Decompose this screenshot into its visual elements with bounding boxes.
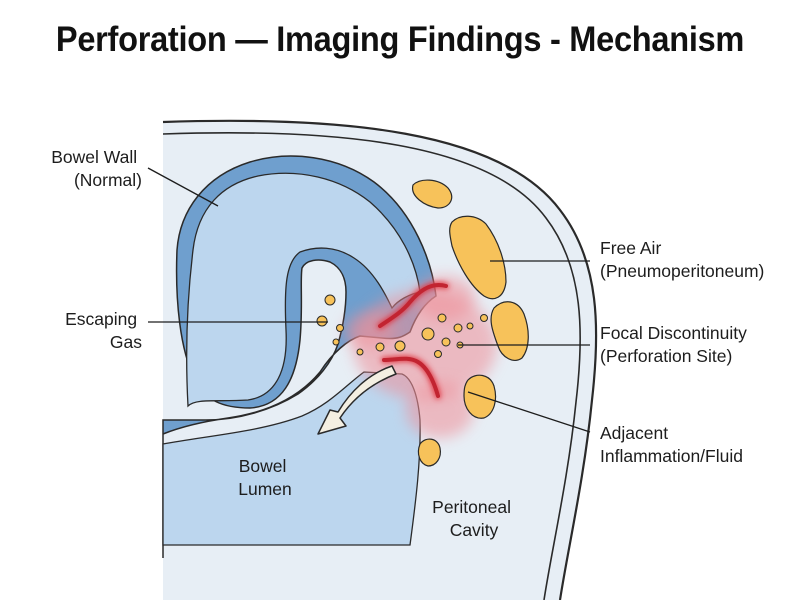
label-bowel-lumen: Bowel Lumen: [238, 456, 292, 499]
label-peritoneal-cavity: Peritoneal Cavity: [432, 497, 516, 540]
label-escaping-gas: Escaping Gas: [65, 309, 142, 352]
gas-escape-arrow: [317, 365, 397, 435]
label-bowel-wall: Bowel Wall (Normal): [51, 147, 142, 190]
leader-lines: [147, 167, 591, 433]
free-air-pockets: [412, 179, 529, 467]
perforation-site: [377, 282, 449, 399]
label-focal-discontinuity: Focal Discontinuity (Perforation Site): [600, 323, 752, 366]
label-free-air: Free Air (Pneumoperitoneum): [600, 238, 764, 281]
label-adjacent-inflammation: Adjacent Inflammation/Fluid: [600, 423, 743, 466]
page-title: Perforation — Imaging Findings - Mechani…: [55, 20, 745, 59]
